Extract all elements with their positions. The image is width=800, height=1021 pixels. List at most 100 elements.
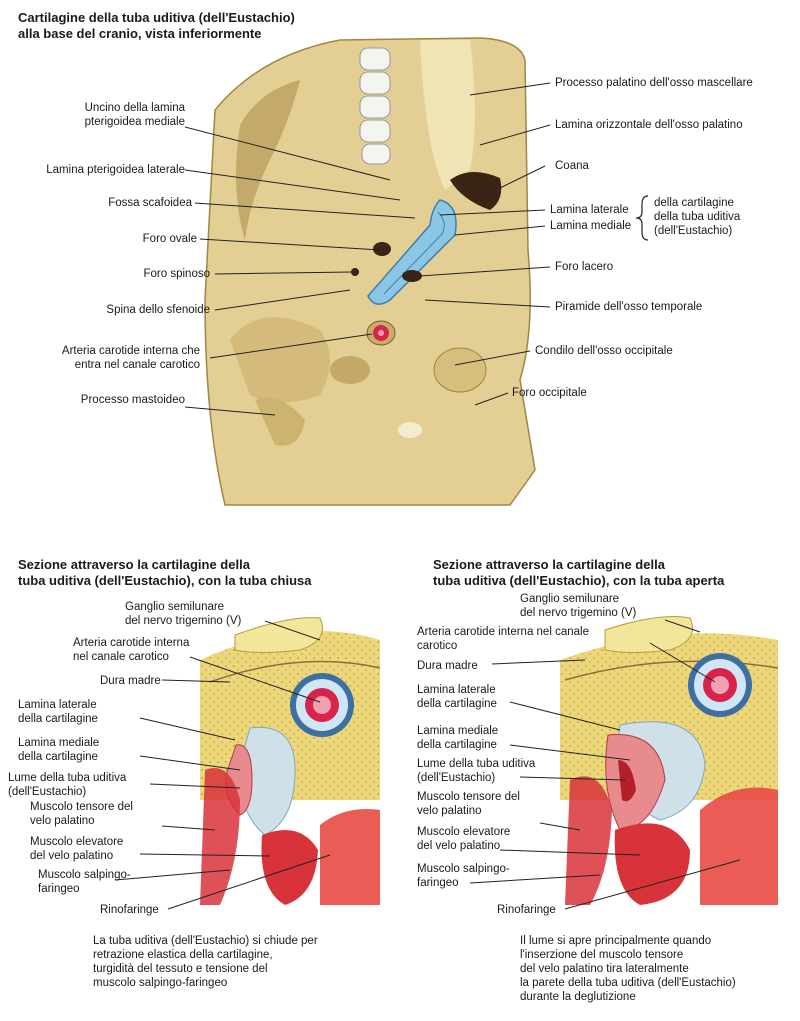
right-label-elevatore-2: del velo palatino: [417, 840, 501, 852]
label-foro-lacero: Foro lacero: [555, 261, 614, 273]
skull-base-illustration: [204, 37, 536, 506]
left-label-salpingo-1: Muscolo salpingo-: [38, 869, 131, 881]
left-label-ganglio: Ganglio semilunare del nervo trigemino (…: [125, 600, 241, 628]
label-foro-occipitale: Foro occipitale: [512, 387, 587, 399]
right-label-lamina-laterale: Lamina laterale della cartilagine: [417, 683, 497, 711]
left-label-dura-madre: Dura madre: [100, 675, 161, 687]
right-label-elevatore: Muscolo elevatore del velo palatino: [417, 825, 510, 853]
right-label-lamina-mediale-1: Lamina mediale: [417, 725, 499, 737]
right-label-lume-2: (dell'Eustachio): [417, 772, 496, 784]
coana-opening: [450, 171, 502, 210]
left-label-elevatore-2: del velo palatino: [30, 850, 114, 862]
left-label-salpingo-2: faringeo: [38, 883, 80, 895]
right-label-lume-1: Lume della tuba uditiva: [417, 758, 536, 770]
right-label-salpingo-2: faringeo: [417, 877, 459, 889]
right-label-salpingo: Muscolo salpingo- faringeo: [417, 862, 510, 890]
label-foro-ovale: Foro ovale: [142, 233, 197, 245]
right-caption-1: Il lume si apre principalmente quando: [520, 935, 712, 947]
teeth: [359, 47, 391, 165]
right-label-rinofaringe: Rinofaringe: [497, 904, 556, 916]
label-uncino-1: Uncino della lamina: [84, 102, 185, 114]
left-label-lamina-mediale-2: della cartilagine: [18, 751, 98, 763]
carotid-artery-top: [366, 320, 396, 346]
right-caption-3: del velo palatino tira lateralmente: [520, 963, 689, 975]
left-label-arteria: Arteria carotide interna nel canale caro…: [73, 636, 189, 664]
left-caption-2: retrazione elastica della cartilagine,: [93, 949, 273, 961]
left-label-elevatore: Muscolo elevatore del velo palatino: [30, 835, 123, 863]
left-label-rinofaringe: Rinofaringe: [100, 904, 159, 916]
left-label-arteria-1: Arteria carotide interna: [73, 637, 190, 649]
left-label-lamina-laterale-2: della cartilagine: [18, 713, 98, 725]
brace: [635, 195, 649, 241]
eustachian-cartilage: [367, 199, 457, 305]
right-caption-2: l'inserzione del muscolo tensore: [520, 949, 684, 961]
left-label-tensore: Muscolo tensore del velo palatino: [30, 800, 133, 828]
right-label-lume: Lume della tuba uditiva (dell'Eustachio): [417, 757, 535, 785]
section-open-illustration: [560, 616, 779, 905]
left-label-tensore-2: velo palatino: [30, 815, 95, 827]
right-label-elevatore-1: Muscolo elevatore: [417, 826, 511, 838]
label-uncino: Uncino della lamina pterigoidea mediale: [85, 101, 185, 129]
left-label-arteria-2: nel canale carotico: [73, 651, 169, 663]
label-processo-mastoideo: Processo mastoideo: [80, 394, 185, 406]
label-arteria-carotide-top-2: entra nel canale carotico: [74, 359, 200, 371]
top-title-line1: Cartilagine della tuba uditiva (dell'Eus…: [18, 10, 295, 25]
right-label-ganglio-1: Ganglio semilunare: [520, 593, 620, 605]
left-label-lume: Lume della tuba uditiva (dell'Eustachio): [8, 771, 126, 799]
right-section-title: Sezione attraverso la cartilagine della …: [433, 557, 724, 589]
top-title: Cartilagine della tuba uditiva (dell'Eus…: [18, 10, 295, 42]
top-title-line2: alla base del cranio, vista inferiorment…: [18, 26, 262, 41]
left-label-salpingo: Muscolo salpingo- faringeo: [38, 868, 131, 896]
brace-text-2: della tuba uditiva: [654, 211, 741, 223]
label-spina-sfenoide: Spina dello sfenoide: [106, 304, 210, 316]
left-label-ganglio-1: Ganglio semilunare: [125, 601, 225, 613]
right-caption-5: durante la deglutizione: [520, 991, 636, 1003]
label-lamina-orizzontale: Lamina orizzontale dell'osso palatino: [555, 119, 743, 131]
left-label-lume-2: (dell'Eustachio): [8, 786, 87, 798]
right-label-arteria-1: Arteria carotide interna nel canale: [417, 626, 589, 638]
label-condilo: Condilo dell'osso occipitale: [535, 345, 673, 357]
section-closed-illustration: [200, 617, 381, 905]
right-label-dura-madre: Dura madre: [417, 660, 478, 672]
right-title-line2: tuba uditiva (dell'Eustachio), con la tu…: [433, 573, 725, 588]
right-label-ganglio: Ganglio semilunare del nervo trigemino (…: [520, 592, 636, 620]
right-title-line1: Sezione attraverso la cartilagine della: [433, 557, 665, 572]
left-caption-1: La tuba uditiva (dell'Eustachio) si chiu…: [93, 935, 318, 947]
brace-text-3: (dell'Eustachio): [654, 225, 733, 237]
right-label-lamina-mediale: Lamina mediale della cartilagine: [417, 724, 498, 752]
brace-text-1: della cartilagine: [654, 197, 734, 209]
label-lamina-pterigoidea: Lamina pterigoidea laterale: [46, 164, 185, 176]
right-label-salpingo-1: Muscolo salpingo-: [417, 863, 510, 875]
label-lamina-laterale-top: Lamina laterale: [550, 204, 629, 216]
right-label-arteria: Arteria carotide interna nel canale caro…: [417, 625, 589, 653]
label-arteria-carotide-top-1: Arteria carotide interna che: [61, 345, 200, 357]
right-label-tensore: Muscolo tensore del velo palatino: [417, 790, 520, 818]
right-label-ganglio-2: del nervo trigemino (V): [520, 607, 637, 619]
left-caption-3: turgidità del tessuto e tensione del: [93, 963, 268, 975]
right-label-lamina-laterale-2: della cartilagine: [417, 698, 497, 710]
label-piramide: Piramide dell'osso temporale: [555, 301, 703, 313]
label-processo-palatino: Processo palatino dell'osso mascellare: [555, 77, 753, 89]
right-label-lamina-laterale-1: Lamina laterale: [417, 684, 496, 696]
label-foro-spinoso: Foro spinoso: [143, 268, 210, 280]
left-label-ganglio-2: del nervo trigemino (V): [125, 615, 242, 627]
right-caption-4: la parete della tuba uditiva (dell'Eusta…: [520, 977, 736, 989]
label-uncino-2: pterigoidea mediale: [84, 116, 185, 128]
right-label-tensore-1: Muscolo tensore del: [417, 791, 520, 803]
brace-text: della cartilagine della tuba uditiva (de…: [654, 196, 740, 238]
left-label-lamina-laterale: Lamina laterale della cartilagine: [18, 698, 98, 726]
right-caption: Il lume si apre principalmente quando l'…: [520, 934, 736, 1004]
carotid-artery-right: [688, 653, 752, 717]
right-label-tensore-2: velo palatino: [417, 805, 482, 817]
left-label-lume-1: Lume della tuba uditiva: [8, 772, 127, 784]
left-label-lamina-mediale: Lamina mediale della cartilagine: [18, 736, 99, 764]
left-title-line1: Sezione attraverso la cartilagine della: [18, 557, 250, 572]
right-label-lamina-mediale-2: della cartilagine: [417, 739, 497, 751]
left-label-tensore-1: Muscolo tensore del: [30, 801, 133, 813]
label-coana: Coana: [555, 160, 589, 172]
left-label-lamina-mediale-1: Lamina mediale: [18, 737, 100, 749]
label-arteria-carotide-top: Arteria carotide interna che entra nel c…: [62, 344, 200, 372]
leader-lines: [114, 82, 741, 910]
right-label-arteria-2: carotico: [417, 640, 458, 652]
